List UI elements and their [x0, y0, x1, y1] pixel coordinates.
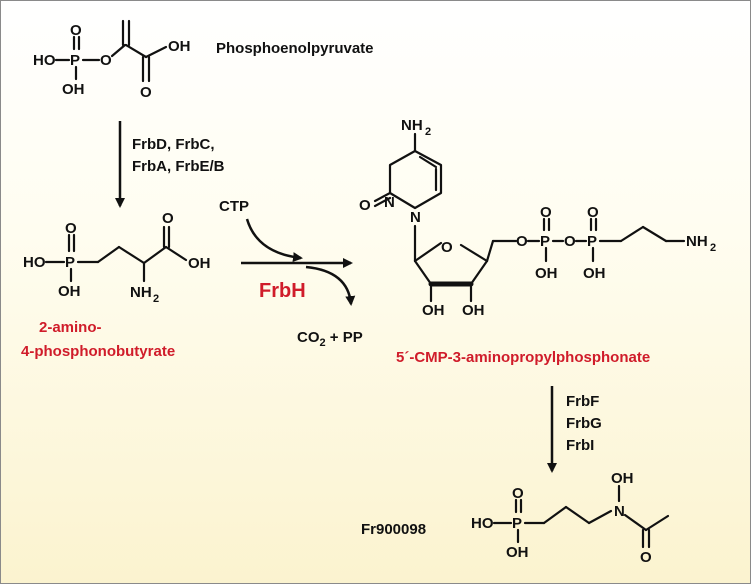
step2-enzyme: FrbH: [259, 280, 306, 302]
step3-enzyme-1: FrbF: [566, 393, 599, 410]
fr900098-structure: HO P O OH N OH O: [471, 470, 670, 566]
step1-enzymes-line2: FrbA, FrbE/B: [132, 158, 225, 175]
atom-o: O: [564, 233, 576, 250]
atom-ho: HO: [471, 515, 494, 532]
atom-oh: OH: [58, 283, 81, 300]
atom-n: N: [614, 503, 625, 520]
cmp-label: 5´-CMP-3-aminopropylphosphonate: [396, 349, 650, 366]
atom-o: O: [587, 204, 599, 221]
pep-label: Phosphoenolpyruvate: [216, 40, 374, 57]
ctp-in-arrow: [245, 218, 303, 263]
subscript-2: 2: [425, 126, 431, 138]
step3-enzyme-3: FrbI: [566, 437, 594, 454]
atom-oh: OH: [168, 38, 191, 55]
atom-o: O: [512, 485, 524, 502]
atom-o: O: [540, 204, 552, 221]
atom-p: P: [70, 52, 80, 69]
atom-oh: OH: [583, 265, 606, 282]
final-product-label: Fr900098: [361, 521, 426, 538]
cofactor-ctp: CTP: [219, 198, 249, 215]
atom-p: P: [540, 233, 550, 250]
atom-o: O: [140, 84, 152, 101]
subscript-2: 2: [153, 293, 159, 305]
atom-oh: OH: [506, 544, 529, 561]
step3-enzyme-2: FrbG: [566, 415, 602, 432]
atom-p: P: [587, 233, 597, 250]
step1-enzymes-line1: FrbD, FrbC,: [132, 136, 215, 153]
atom-o: O: [516, 233, 528, 250]
atom-o: O: [100, 52, 112, 69]
byproduct-out-arrow: [305, 265, 356, 306]
atom-p: P: [512, 515, 522, 532]
atom-n: N: [410, 209, 421, 226]
atom-oh: OH: [62, 81, 85, 98]
aminophosphonobutyrate-structure: HO P O OH NH 2 O OH: [23, 210, 211, 305]
cofactor-output: CO2 + PP: [297, 329, 363, 349]
atom-oh: OH: [462, 302, 485, 319]
atom-ho: HO: [33, 52, 56, 69]
atom-o: O: [70, 22, 82, 39]
atom-oh: OH: [422, 302, 445, 319]
atom-nh: NH: [686, 233, 708, 250]
atom-o: O: [441, 239, 453, 256]
atom-ho: HO: [23, 254, 46, 271]
subscript-2: 2: [710, 242, 716, 254]
atom-oh: OH: [611, 470, 634, 487]
atom-o: O: [640, 549, 652, 566]
atom-o: O: [359, 197, 371, 214]
atom-n: N: [384, 194, 395, 211]
atom-oh: OH: [188, 255, 211, 272]
atom-p: P: [65, 254, 75, 271]
atom-oh: OH: [535, 265, 558, 282]
atom-nh: NH: [130, 284, 152, 301]
atom-nh: NH: [401, 117, 423, 134]
cmp-aminopropylphosphonate-structure: NH 2 N N O O OH OH O P O OH O: [359, 117, 716, 319]
atom-o: O: [65, 220, 77, 237]
apb-label-line1: 2-amino-: [39, 319, 102, 336]
atom-o: O: [162, 210, 174, 227]
phosphoenolpyruvate-structure: HO P O OH O O OH: [33, 19, 191, 101]
apb-label-line2: 4-phosphonobutyrate: [21, 343, 175, 360]
